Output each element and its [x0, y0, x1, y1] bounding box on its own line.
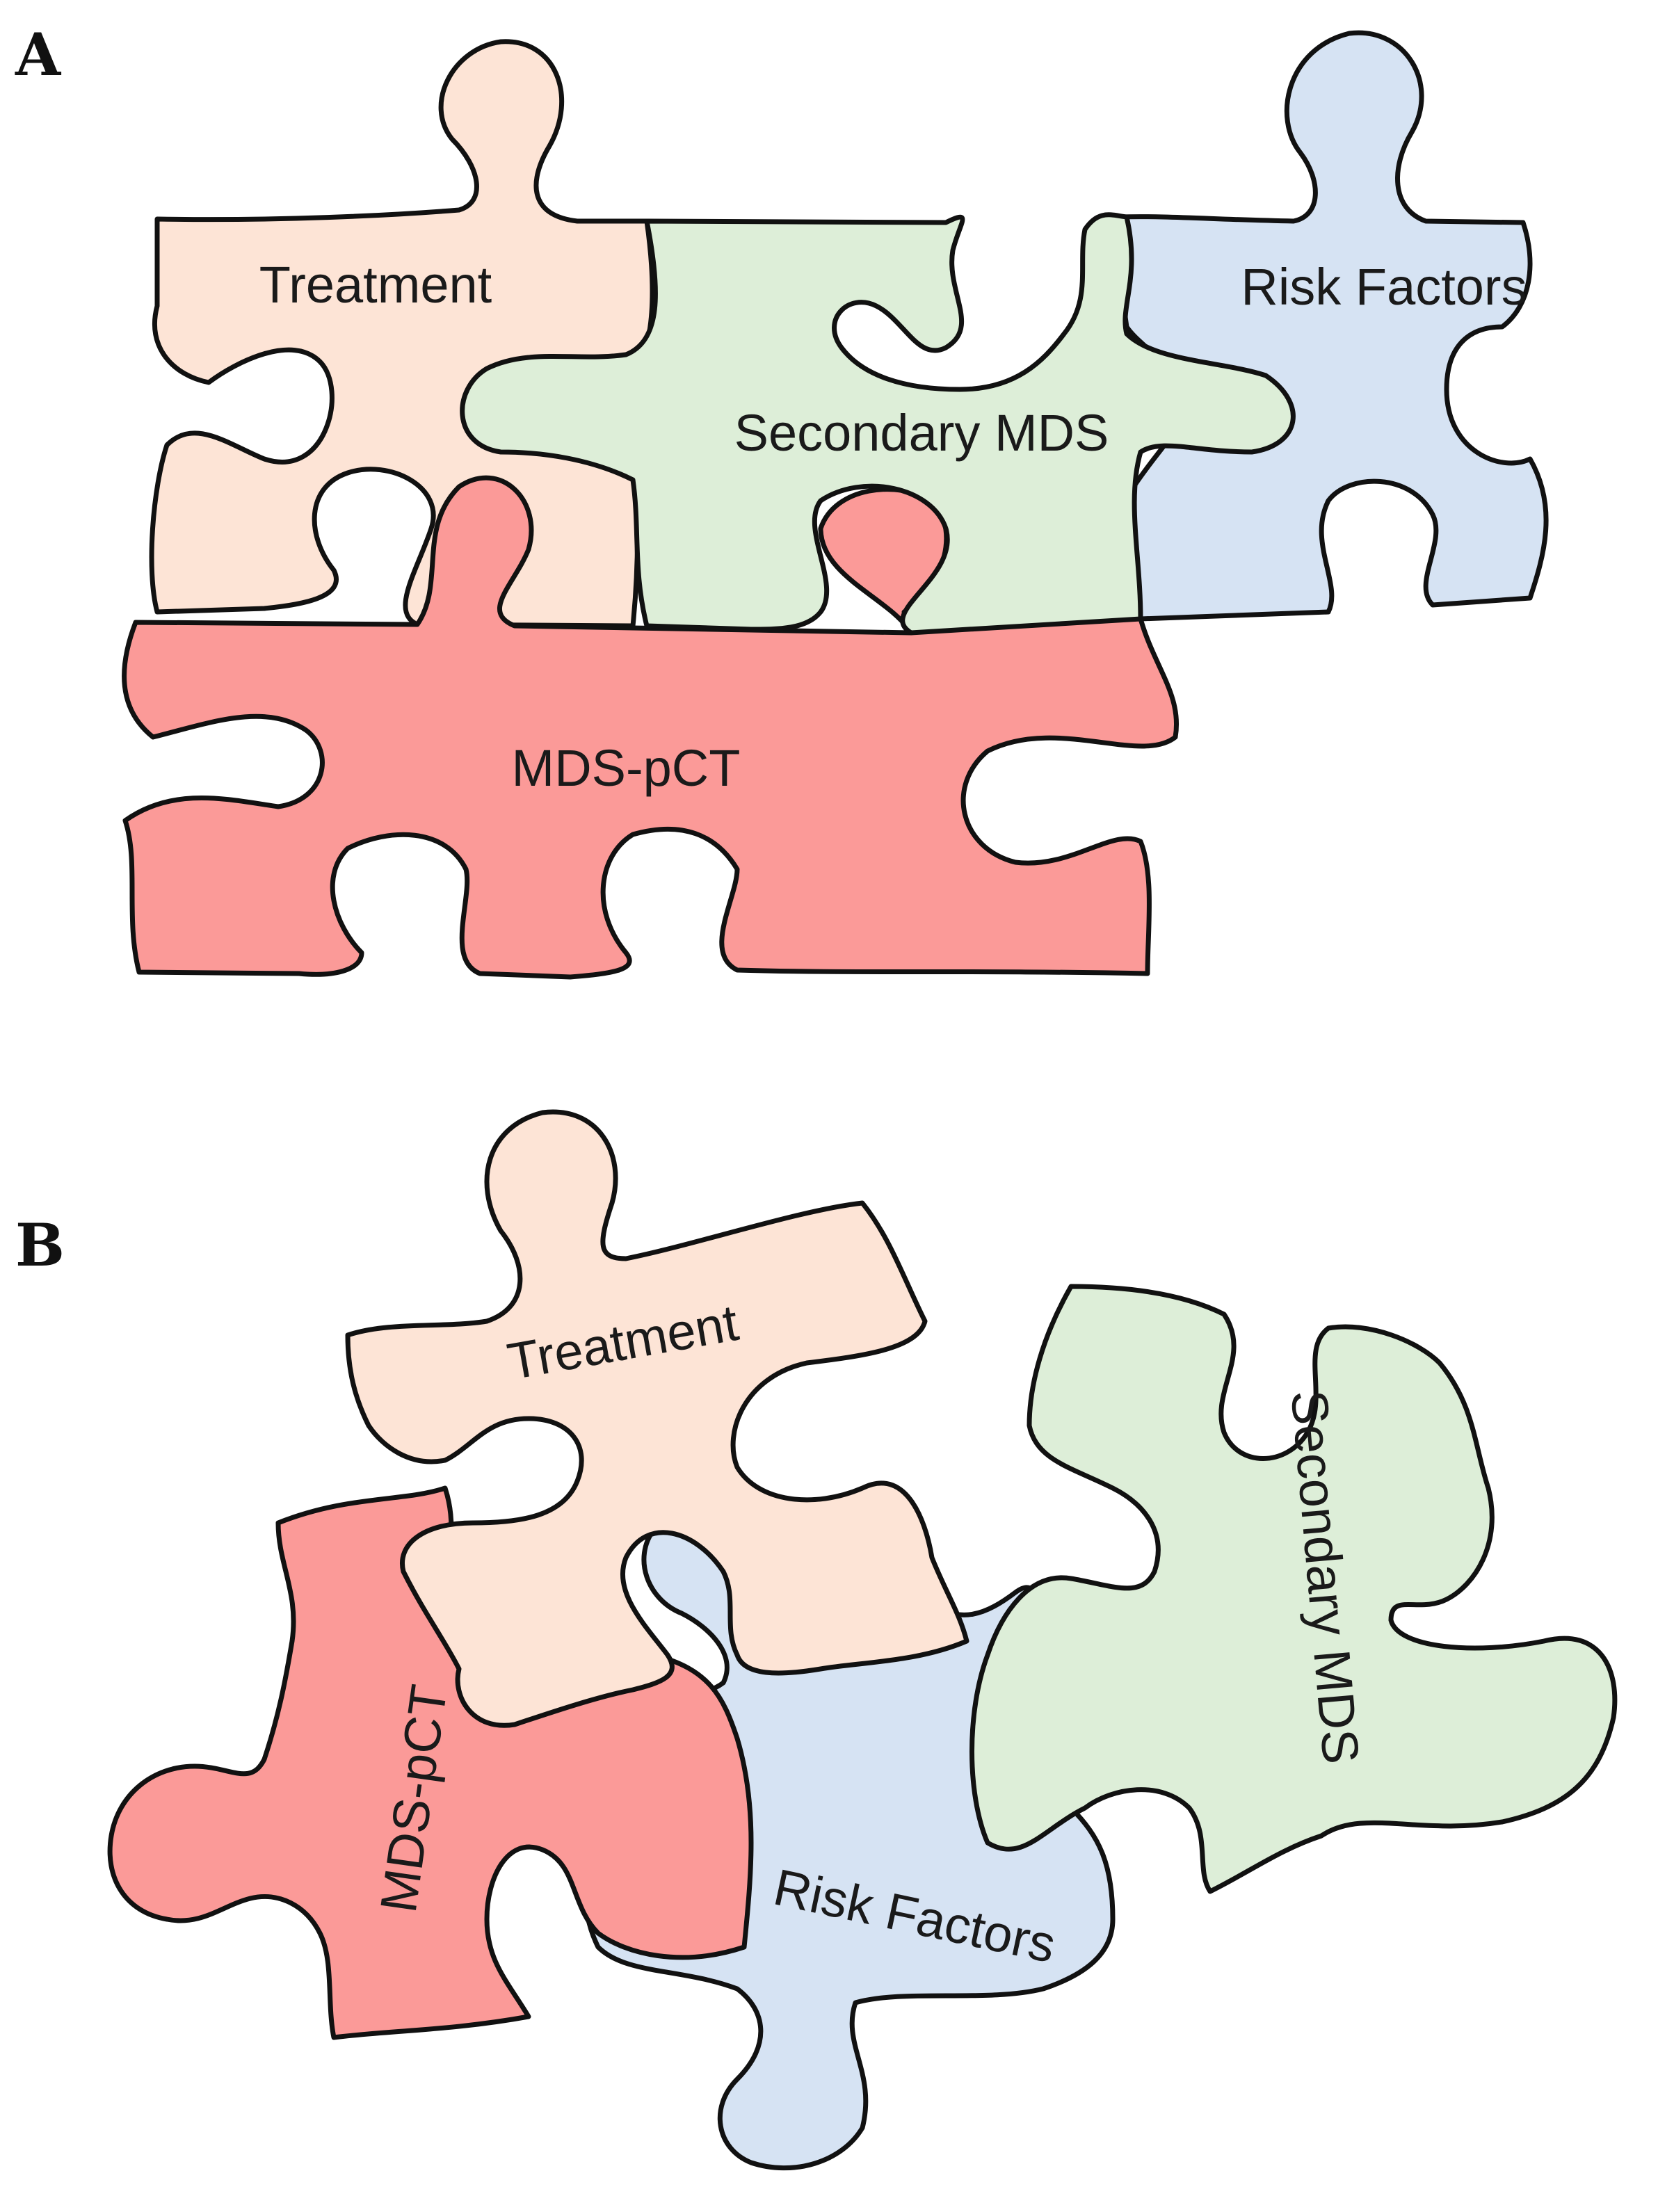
panel-b-piece-secondary-mds-shape	[969, 1284, 1618, 1894]
panel-a-piece-secondary-mds: Secondary MDS	[460, 212, 1296, 636]
panel-a-piece-risk-factors-label: Risk Factors	[1241, 258, 1527, 316]
panel-a-piece-secondary-mds-shape	[460, 212, 1296, 636]
panel-a-label: A	[15, 20, 62, 89]
panel-b-piece-treatment-shape	[345, 1109, 969, 1728]
panel-b-label: B	[15, 1211, 65, 1279]
panel-a-piece-mds-pct-label: MDS-pCT	[512, 739, 741, 797]
panel-a-piece-treatment: Treatment	[149, 39, 655, 629]
panel-b-piece-treatment: Treatment	[345, 1109, 969, 1728]
panel-a: A Treatment Risk Factors MDS-pCT Seconda…	[15, 20, 1549, 980]
panel-a-piece-risk-factors: Risk Factors	[1116, 30, 1549, 622]
panel-a-piece-treatment-label: Treatment	[259, 256, 492, 314]
panel-a-piece-secondary-mds-label: Secondary MDS	[734, 404, 1109, 462]
panel-b-piece-secondary-mds: Secondary MDS	[969, 1284, 1618, 1894]
panel-a-piece-risk-factors-shape	[1116, 30, 1549, 622]
panel-b: B Risk Factors MDS-pCT Secondary MDS Tre…	[15, 1109, 1618, 2171]
panel-a-piece-treatment-shape	[149, 39, 655, 629]
